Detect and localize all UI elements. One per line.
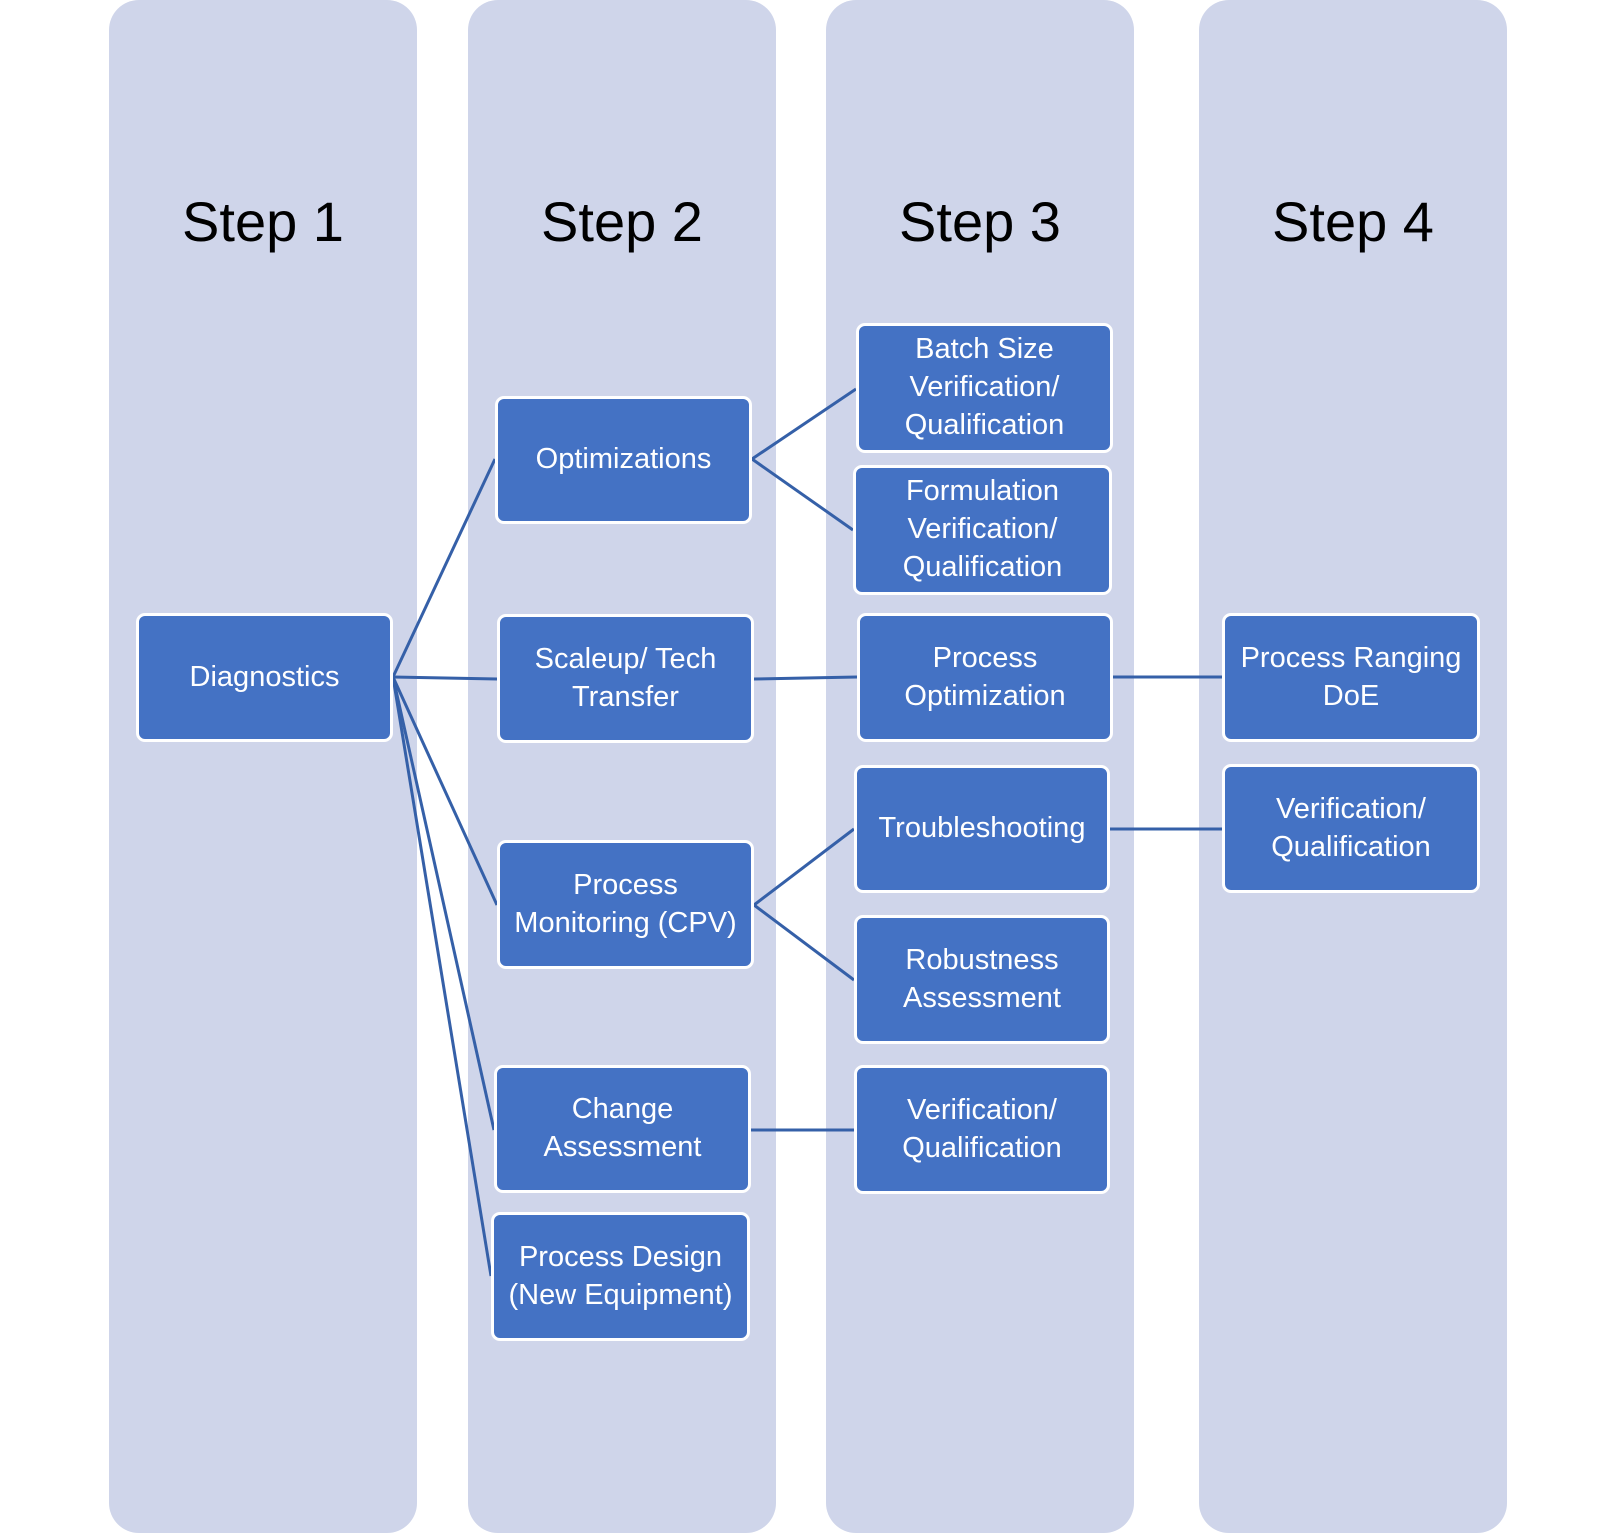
change-assessment-node: Change Assessment	[494, 1065, 751, 1193]
optimizations-node: Optimizations	[495, 396, 752, 524]
connector-monitoring-robustness	[753, 903, 855, 982]
verification-qualification-step3-node: Verification/ Qualification	[854, 1065, 1110, 1194]
step-3-title: Step 3	[899, 190, 1061, 253]
connector-monitoring-troubleshooting	[753, 827, 855, 907]
process-design-node: Process Design (New Equipment)	[491, 1212, 750, 1341]
step-2-title: Step 2	[541, 190, 703, 253]
connector-diagnostics-monitoring	[391, 676, 499, 906]
connector-optimizations-formulation	[751, 457, 854, 532]
process-ranging-doe-node: Process Ranging DoE	[1222, 613, 1480, 742]
verification-qualification-step4-node: Verification/ Qualification	[1222, 764, 1480, 893]
troubleshooting-node: Troubleshooting	[854, 765, 1110, 893]
connector-diagnostics-scaleup	[392, 675, 498, 681]
connector-diagnostics-change	[391, 676, 496, 1131]
process-monitoring-node: Process Monitoring (CPV)	[497, 840, 754, 969]
connector-diagnostics-optimizations	[391, 458, 497, 678]
batch-size-verification-node: Batch Size Verification/ Qualification	[856, 323, 1113, 453]
connector-scaleup-processopt	[753, 675, 858, 681]
connector-optimizations-batch	[751, 387, 857, 461]
step-1-title: Step 1	[182, 190, 344, 253]
formulation-verification-node: Formulation Verification/ Qualification	[853, 465, 1112, 595]
robustness-assessment-node: Robustness Assessment	[854, 915, 1110, 1044]
step-4-title: Step 4	[1272, 190, 1434, 253]
scaleup-tech-transfer-node: Scaleup/ Tech Transfer	[497, 614, 754, 743]
connector-diagnostics-design	[391, 676, 493, 1277]
step-1-column: Step 1	[109, 0, 417, 1533]
diagnostics-node: Diagnostics	[136, 613, 393, 742]
process-optimization-node: Process Optimization	[857, 613, 1113, 742]
